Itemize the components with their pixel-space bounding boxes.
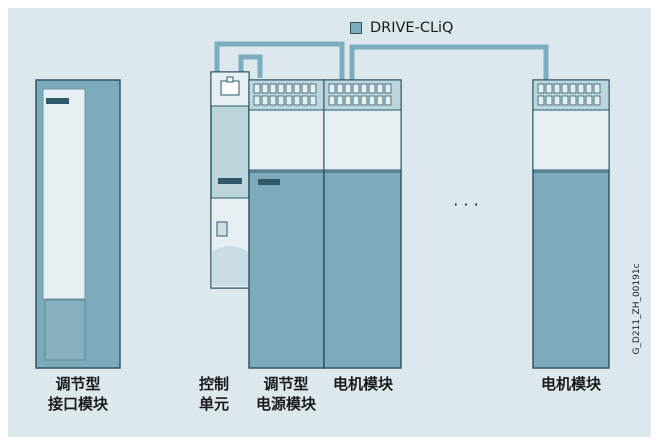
- motor-module-1-label: 电机模块: [332, 375, 393, 393]
- cable-motor1-to-motor2: [349, 44, 549, 80]
- document-id-text: G_D211_ZH_00191c: [632, 263, 642, 355]
- drive-cliq-cables: [214, 41, 549, 80]
- status-led-bar: [258, 179, 280, 185]
- ellipsis: · · ·: [453, 195, 478, 214]
- motor-module-1: [323, 79, 402, 369]
- ethernet-port-icon: [216, 221, 228, 237]
- motor-module-2: [532, 79, 610, 369]
- power-module-label: 调节型 电源模块: [248, 374, 324, 414]
- control-unit-label-line2: 单元: [199, 395, 230, 413]
- power-module-label-line2: 电源模块: [255, 395, 316, 413]
- control-unit-label-line1: 控制: [199, 375, 230, 393]
- status-led-bar: [46, 98, 69, 104]
- legend-label: DRIVE-CLiQ: [370, 20, 454, 36]
- interface-module-label-line1: 调节型: [55, 375, 101, 393]
- interface-module: [35, 79, 121, 369]
- control-unit-label: 控制 单元: [199, 374, 229, 414]
- motor-module-2-label: 电机模块: [540, 375, 601, 393]
- interface-module-label-line2: 接口模块: [47, 395, 108, 413]
- connector-icon: [220, 80, 240, 96]
- status-led-bar: [218, 178, 242, 184]
- control-unit: [210, 71, 250, 289]
- document-id: G_D211_ZH_00191c: [630, 246, 644, 372]
- interface-module-label: 调节型 接口模块: [30, 374, 126, 414]
- drive-cliq-swatch: [350, 22, 362, 34]
- cable-cu-to-power: [238, 54, 263, 78]
- power-module-label-line1: 调节型: [263, 375, 309, 393]
- power-module: [248, 79, 325, 369]
- cable-cu-to-motor1: [214, 41, 345, 80]
